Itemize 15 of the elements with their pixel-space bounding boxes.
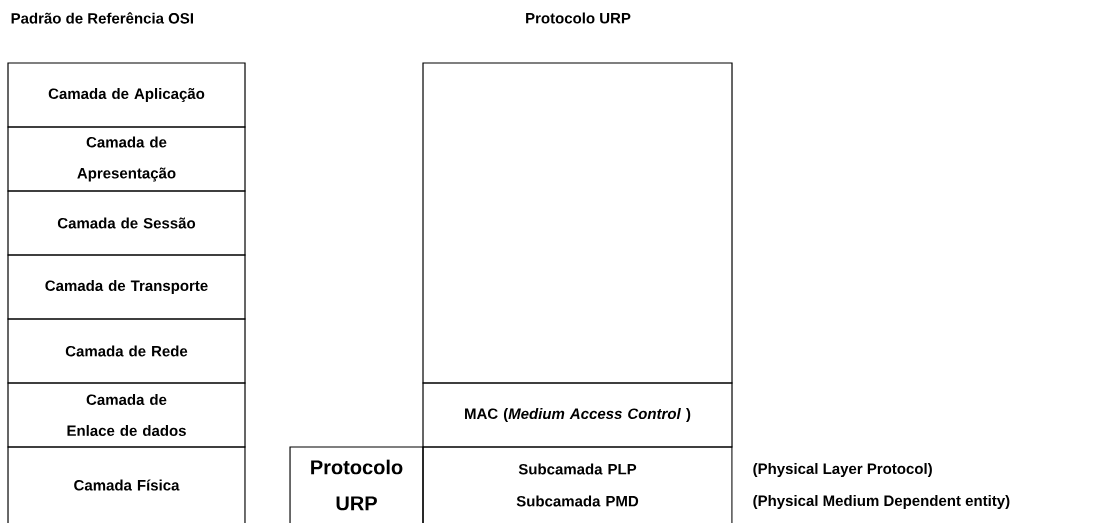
layer-box: Camada Física — [7, 446, 246, 523]
layer-box: Camada de Sessão — [7, 190, 246, 256]
layer-box: Camada de Rede — [7, 318, 246, 384]
heading: Padrão de Referência OSI — [11, 12, 193, 24]
process-box — [422, 62, 733, 384]
layer-box: Protocolo URP — [289, 446, 424, 523]
layer-box: Camada de Enlace de dados — [7, 382, 246, 448]
layer-box: Camada de Aplicação — [7, 62, 246, 128]
note: (Physical Layer Protocol) — [753, 463, 932, 477]
layer-box: Subcamada PLP Subcamada PMD — [422, 446, 733, 523]
layer-box: Camada de Apresentação — [7, 126, 246, 192]
layer-box: MAC (Medium Access Control ) — [422, 382, 733, 448]
heading: Protocolo URP — [526, 12, 631, 24]
note: (Physical Medium Dependent entity) — [753, 495, 1010, 509]
layer-box: Camada de Transporte — [7, 254, 246, 320]
